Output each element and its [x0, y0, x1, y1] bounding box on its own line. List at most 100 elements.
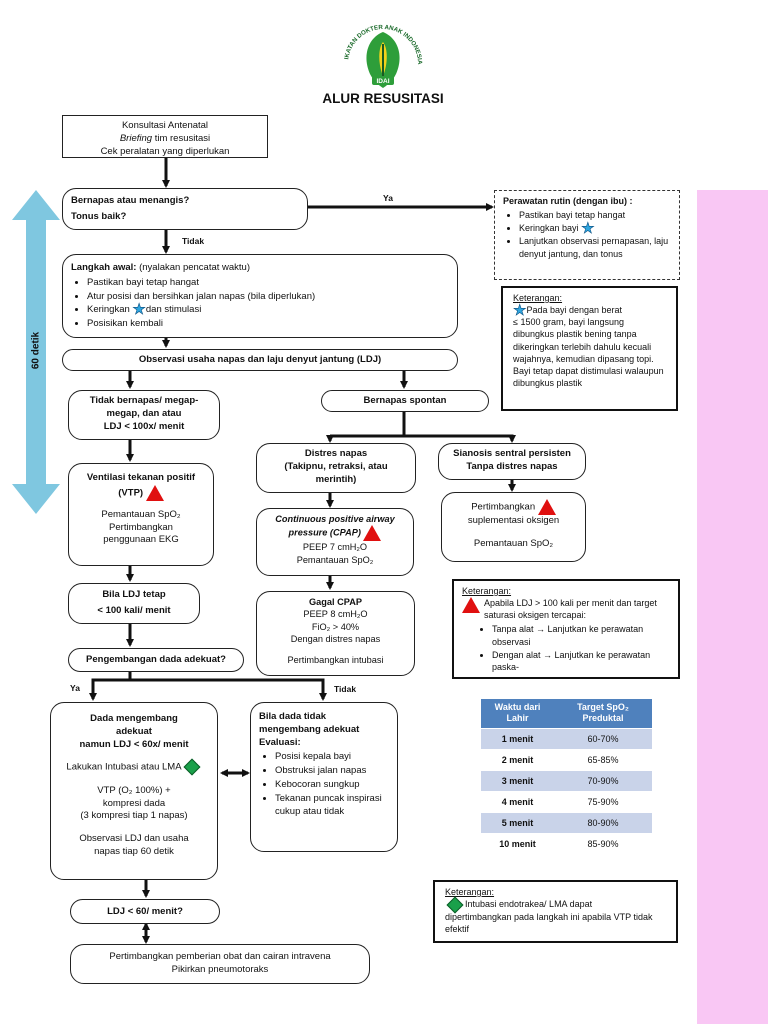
cpap-line1: Continuous positive airway [275, 514, 395, 524]
box-observasi: Observasi usaha napas dan laju denyut ja… [62, 349, 458, 371]
obat-line1: Pertimbangkan pemberian obat dan cairan … [109, 951, 331, 962]
box-distres-napas: Distres napas (Takipnu, retraksi, atau m… [256, 443, 416, 493]
box-gagal-cpap: Gagal CPAP PEEP 8 cmH₂O FiO₂ > 40% Denga… [256, 591, 415, 676]
table-cell-target: 60-70% [554, 727, 652, 749]
dada-line1: Dada mengembang [90, 713, 178, 724]
table-cell-time: 2 menit [481, 748, 555, 770]
evaluasi-line2: mengembang adekuat [259, 723, 360, 735]
dada-line6: kompresi dada [102, 797, 166, 809]
dada-line4: Lakukan Intubasi atau LMA [66, 761, 182, 773]
rutin-item-2: Keringkan bayi [519, 223, 579, 234]
keterangan1-text1: Pada bayi dengan berat [526, 305, 623, 316]
langkah-item-3b: dan stimulasi [145, 304, 202, 316]
keterangan-triangle-box: Keterangan: Apabila LDJ > 100 kali per m… [452, 579, 680, 679]
observasi-text: Observasi usaha napas dan laju denyut ja… [138, 354, 382, 365]
ldj60-text: LDJ < 60/ menit? [107, 906, 183, 917]
label-tidak-2: Tidak [334, 684, 357, 694]
suplementasi-line1: Pertimbangkan [471, 501, 536, 513]
box-ldj-60: LDJ < 60/ menit? [70, 899, 220, 924]
vtp-line1: Ventilasi tekanan positif [86, 472, 196, 483]
antenatal-line3: Cek peralatan yang diperlukan [100, 145, 230, 157]
langkah-item-1: Pastikan bayi tetap hangat [87, 277, 449, 290]
langkah-item-3: Keringkan [87, 304, 130, 316]
dada-line3: namun LDJ < 60x/ menit [79, 738, 189, 750]
green-diamond-icon [183, 758, 201, 776]
arrow-tidak-evaluasi [130, 678, 327, 701]
keterangan1-text2: ≤ 1500 gram, bayi langsung dibungkus pla… [513, 317, 664, 388]
table-cell-time: 5 menit [481, 811, 555, 833]
arrow-ya-dada [89, 678, 130, 701]
blue-star-icon: ★ [132, 300, 146, 318]
table-cell-time: 4 menit [481, 790, 555, 812]
gagal-line1: Gagal CPAP [309, 597, 362, 607]
antenatal-line1: Konsultasi Antenatal [121, 120, 209, 131]
box-sianosis: Sianosis sentral persisten Tanpa distres… [438, 443, 586, 480]
label-ya-1: Ya [383, 193, 393, 203]
sianosis-line1: Sianosis sentral persisten [453, 448, 571, 459]
red-triangle-icon [145, 484, 164, 501]
gagal-line3: FiO₂ > 40% [311, 621, 360, 632]
suplementasi-line2: suplementasi oksigen [467, 515, 560, 526]
evaluasi-line1: Bila dada tidak [259, 711, 327, 722]
evaluasi-item-1: Posisi kepala bayi [275, 751, 389, 764]
arrow-to-sianosis [404, 434, 516, 443]
table-cell-time: 10 menit [481, 832, 555, 854]
box-bernapas: Bernapas atau menangis? Tonus baik? [62, 188, 308, 230]
table-cell-target: 70-90% [554, 769, 652, 791]
tidak-bernapas-line1: Tidak bernapas/ megap- [89, 395, 199, 406]
evaluasi-item-4: Tekanan puncak inspirasi cukup atau tida… [275, 793, 389, 819]
dada-line9: napas tiap 60 detik [94, 846, 174, 858]
box-suplementasi: Pertimbangkan suplementasi oksigen Peman… [441, 492, 586, 562]
cpap-line2b: (CPAP) [327, 527, 361, 538]
keterangan3-line2: dipertimbangkan pada langkah ini apabila… [445, 911, 653, 934]
box-bernapas-spontan: Bernapas spontan [321, 390, 489, 412]
spo2-target-table: Waktu dari Lahir Target SpO₂ Preduktal 1… [481, 699, 652, 854]
keterangan2-item-1: Tanpa alat → Lanjutkan ke perawatan obse… [492, 623, 670, 647]
sixty-seconds-arrow [12, 190, 60, 514]
table-cell-target: 85-90% [554, 832, 652, 854]
spontan-text: Bernapas spontan [363, 395, 447, 406]
blue-star-icon: ★ [513, 301, 527, 319]
evaluasi-item-2: Obstruksi jalan napas [275, 765, 389, 778]
box-antenatal: Konsultasi Antenatal Briefing tim resusi… [62, 115, 268, 158]
box-vtp: Ventilasi tekanan positif (VTP) Pemantau… [68, 463, 214, 566]
arrow-spontan-branch [330, 412, 406, 438]
keterangan3-title: Keterangan: [445, 887, 495, 897]
gagal-line2: PEEP 8 cmH₂O [303, 609, 368, 620]
pink-side-bar [697, 190, 768, 1024]
evaluasi-item-3: Kebocoran sungkup [275, 779, 389, 792]
red-triangle-icon [537, 499, 556, 515]
pengembangan-text: Pengembangan dada adekuat? [86, 654, 226, 665]
keterangan3-line1: Intubasi endotrakea/ LMA dapat [465, 899, 593, 910]
table-cell-target: 65-85% [554, 748, 652, 770]
bernapas-line2: Tonus baik? [71, 210, 127, 222]
langkah-note: (nyalakan pencatat waktu) [136, 262, 251, 273]
distres-line3: merintih) [315, 473, 357, 485]
rutin-item-3: Lanjutkan observasi pernapasan, laju den… [519, 235, 671, 259]
gagal-line5: Pertimbangkan intubasi [287, 654, 384, 665]
table-header-target: Target SpO₂ Preduktal [554, 699, 652, 728]
keterangan2-title: Keterangan: [462, 586, 512, 596]
keterangan-star-box: Keterangan: ★Pada bayi dengan berat ≤ 15… [501, 286, 678, 411]
langkah-item-4: Posisikan kembali [87, 318, 449, 331]
sianosis-line2: Tanpa distres napas [466, 460, 558, 472]
red-triangle-icon [363, 525, 382, 542]
cpap-line3: PEEP 7 cmH₂O [302, 542, 368, 553]
box-langkah-awal: Langkah awal: (nyalakan pencatat waktu) … [62, 254, 458, 338]
logo-abbr: IDAI [377, 78, 390, 85]
box-pengembangan: Pengembangan dada adekuat? [68, 648, 244, 672]
vtp-line4: Pertimbangkan [109, 521, 173, 533]
box-perawatan-rutin: Perawatan rutin (dengan ibu) : Pastikan … [494, 190, 680, 280]
distres-line1: Distres napas [304, 448, 368, 459]
box-ldj-tetap: Bila LDJ tetap < 100 kali/ menit [68, 583, 200, 624]
evaluasi-line3: Evaluasi: [259, 736, 301, 748]
distres-line2: (Takipnu, retraksi, atau [284, 460, 388, 472]
gagal-line4: Dengan distres napas [290, 634, 381, 645]
